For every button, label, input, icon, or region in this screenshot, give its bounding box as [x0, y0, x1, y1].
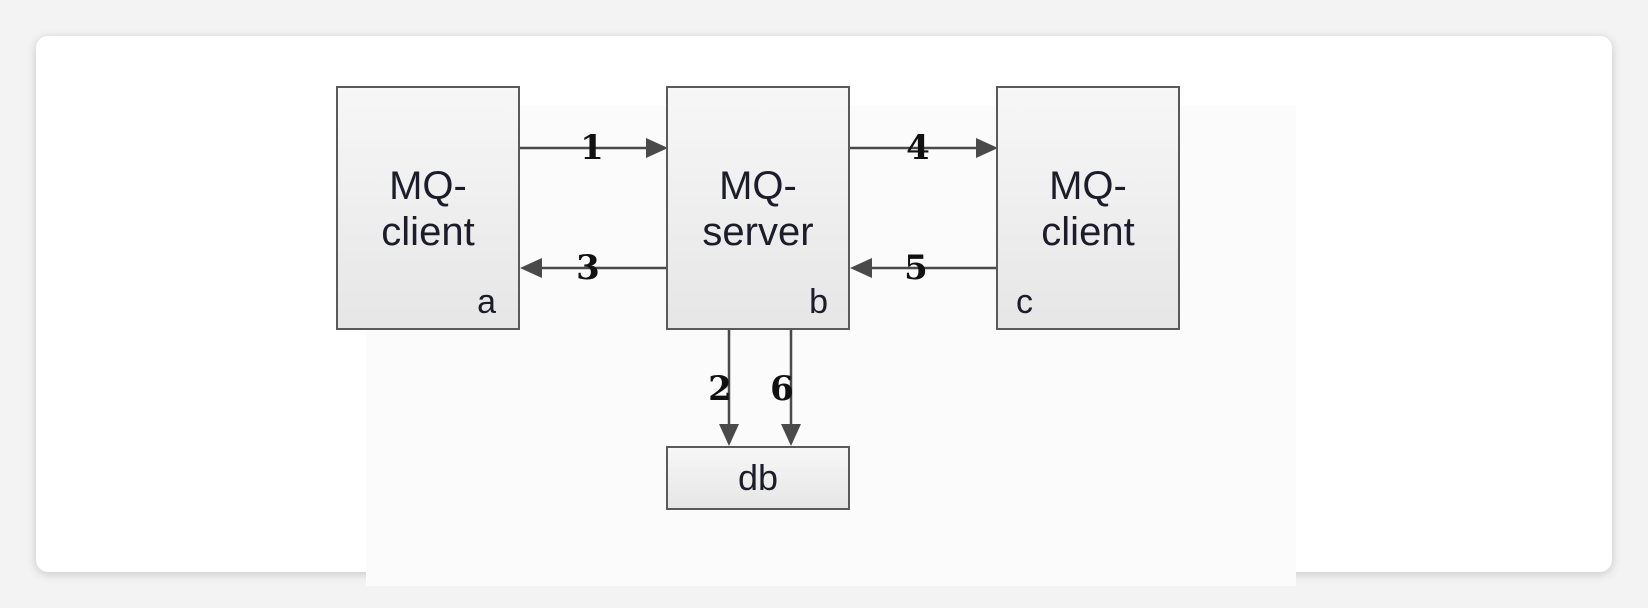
- edge-4-arrowhead: [976, 138, 998, 158]
- diagram-card: 1 3 4 5 2 6 MQ- client a MQ- server b MQ…: [36, 36, 1612, 586]
- node-tag: c: [1016, 283, 1033, 321]
- node-title-line2: client: [381, 210, 475, 254]
- node-tag: a: [477, 283, 496, 321]
- edge-1-arrowhead: [646, 138, 668, 158]
- node-title-line2: server: [702, 210, 814, 254]
- node-mq-client-a: MQ- client a: [336, 86, 520, 330]
- edge-6-arrowhead: [781, 424, 801, 446]
- edge-2-arrowhead: [719, 424, 739, 446]
- connectors: [520, 138, 998, 446]
- node-mq-server-b: MQ- server b: [666, 86, 850, 330]
- edge-label-4: 4: [906, 128, 930, 168]
- edge-label-1: 1: [580, 128, 604, 168]
- node-title: db: [737, 457, 779, 498]
- node-db: db: [666, 446, 850, 510]
- edge-5-arrowhead: [850, 258, 872, 278]
- edge-3-arrowhead: [520, 258, 542, 278]
- edge-label-6: 6: [770, 369, 794, 409]
- node-mq-client-c: MQ- client c: [996, 86, 1180, 330]
- node-tag: b: [809, 283, 828, 321]
- node-title-line1: MQ-: [1049, 164, 1127, 208]
- edge-label-5: 5: [904, 248, 928, 288]
- edge-label-3: 3: [576, 248, 600, 288]
- node-title-line1: MQ-: [389, 164, 467, 208]
- node-title-line1: MQ-: [719, 164, 797, 208]
- edge-label-2: 2: [708, 369, 732, 409]
- node-title-line2: client: [1041, 210, 1135, 254]
